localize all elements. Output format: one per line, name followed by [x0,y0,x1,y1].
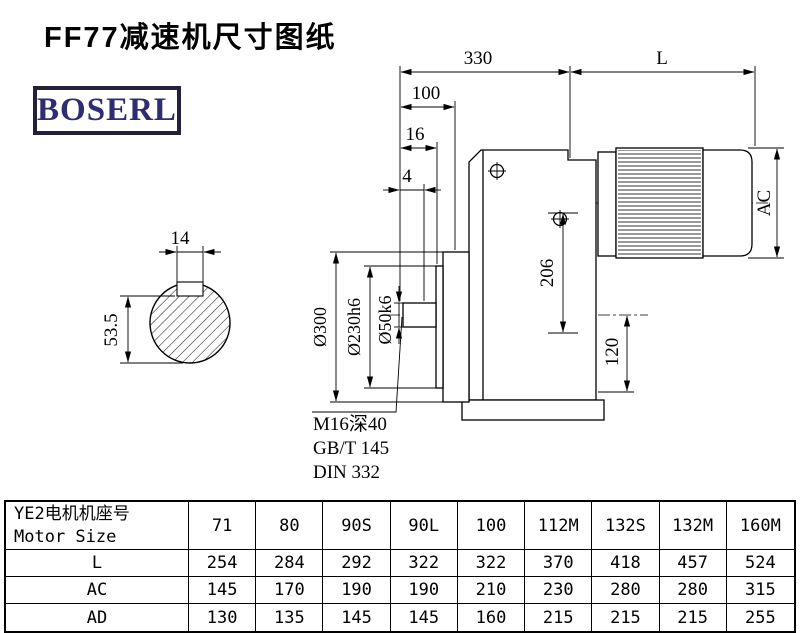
table-col-header: 112M [525,502,593,550]
table-col-header: 90L [390,502,458,550]
table-cell: 215 [660,604,727,631]
motor [597,147,753,259]
brand-logo-text: BOSERL [37,92,177,128]
dia-230-label: Ø230h6 [344,298,364,356]
table-row-label: AC [6,577,189,604]
key-width-label: 14 [171,228,191,249]
table-cell: 145 [189,577,257,604]
fan-cover [702,149,753,257]
motor-size-header: YE2电机机座号 Motor Size [6,502,189,550]
table-cell: 292 [323,550,391,577]
table-row-label: AD [6,604,189,631]
table-cell: 130 [189,604,257,631]
flange-pilot [435,265,444,389]
gearbox-housing [468,149,597,401]
table-cell: 457 [659,550,727,577]
table-cell: 284 [256,550,324,577]
dimension-key-width: 14 [159,228,221,283]
table-cell: 215 [525,604,593,631]
motor-size-header-cn: YE2电机机座号 [14,503,130,524]
page-title: FF77减速机尺寸图纸 [44,22,337,54]
dim-4-label: 4 [402,166,412,187]
keyway-notch [176,281,204,297]
dim-AC-label: AC [754,190,775,216]
table-col-header: 80 [256,502,324,550]
brand-logo: BOSERL [33,86,181,135]
table-cell: 280 [659,577,727,604]
housing-foot [461,399,605,421]
table-cell: 145 [323,604,391,631]
table-cell: 145 [391,604,458,631]
dim-206-label: 206 [537,259,558,288]
table-col-header: 132M [659,502,727,550]
dim-L-label: L [656,48,668,69]
technical-drawing: 14 53.5 [101,48,784,483]
table-cell: 255 [745,607,776,628]
table-cell: 524 [726,550,794,577]
motor-size-header-en: Motor Size [14,526,117,547]
table-cell: 322 [390,550,458,577]
table-col-header: 71 [189,502,257,550]
table-cell: 254 [189,550,257,577]
motor-adapter-flange [597,151,617,257]
note-thread-label: M16深40 [313,413,387,435]
table-cell: 170 [256,577,324,604]
table-col-header: 100 [457,502,526,550]
table-cell: 370 [525,550,593,577]
dim-16-label: 16 [406,124,425,145]
note-gb-label: GB/T 145 [313,438,389,459]
dimension-table: YE2电机机座号 Motor Size 71 80 90S 90L 100 11… [4,500,796,633]
table-cell: 160 [458,604,526,631]
note-din-label: DIN 332 [313,462,380,483]
table-cell: 210 [457,577,526,604]
motor-fins [618,150,701,256]
dia-300-label: Ø300 [310,307,330,347]
table-cell: 135 [256,604,324,631]
table-col-header: 90S [323,502,391,550]
output-shaft [402,302,437,328]
dimension-key-height: 53.5 [101,295,183,364]
reducer-main-view [388,147,770,421]
table-cell: 322 [457,550,526,577]
dia-50-label: Ø50k6 [375,296,395,345]
bolt-hole-icon [488,162,506,180]
table-cell: 418 [592,550,660,577]
table-cell: 315 [726,577,794,604]
table-cell: 230 [525,577,593,604]
dimensions: 330 L 100 16 4 AC 206 [310,48,784,483]
output-flange [442,251,470,403]
dim-330-label: 330 [464,48,493,69]
key-height-label: 53.5 [101,313,122,346]
table-cell: 190 [323,577,391,604]
table-col-header: 160M [726,502,794,550]
table-cell: 190 [390,577,458,604]
thread-leader-line [312,316,403,413]
dim-100-label: 100 [412,83,441,104]
table-col-header: 132S [592,502,660,550]
shaft-section-view: 14 53.5 [101,228,231,364]
table-row-label: L [6,550,189,577]
table-cell: 215 [592,604,660,631]
table-cell: 280 [592,577,660,604]
dim-120-label: 120 [602,338,623,367]
